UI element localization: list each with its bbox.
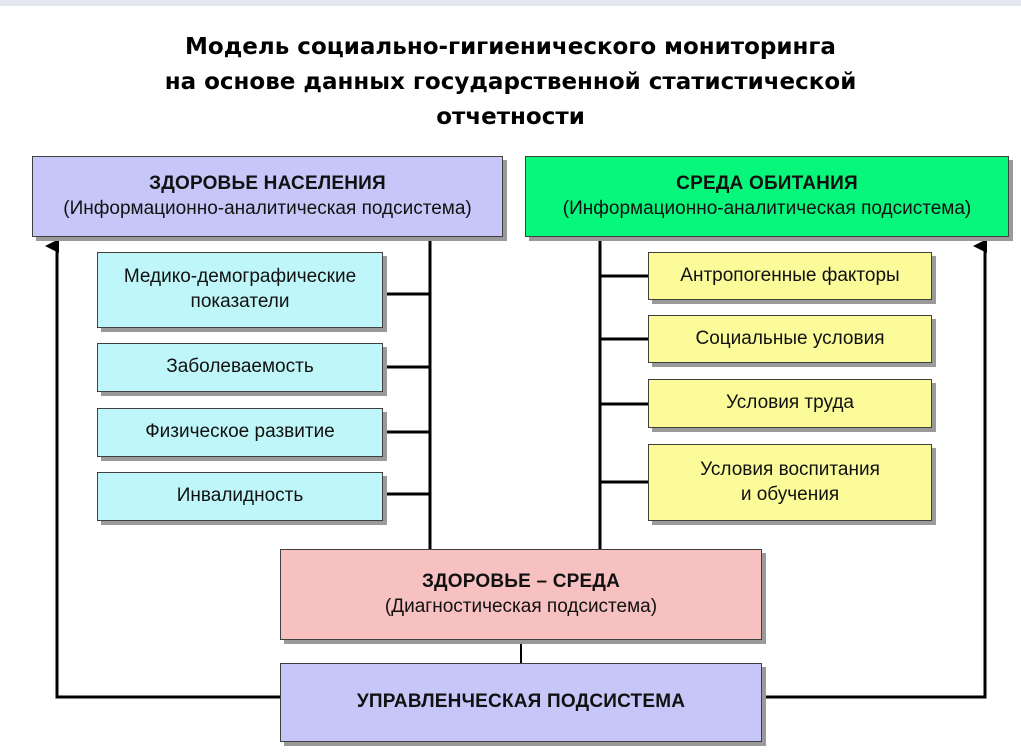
management-subsystem-box: УПРАВЛЕНЧЕСКАЯ ПОДСИСТЕМА [280, 663, 762, 742]
health-item-3-label: Физическое развитие [145, 421, 335, 443]
health-heading: ЗДОРОВЬЕ НАСЕЛЕНИЯ [149, 172, 386, 194]
environment-item-1-label: Антропогенные факторы [680, 264, 900, 286]
diagram-title: Модель социально-гигиенического монитори… [0, 30, 1021, 135]
health-subtitle: (Информационно-аналитическая подсистема) [63, 197, 472, 219]
health-item-morbidity: Заболеваемость [97, 343, 383, 392]
health-item-1-line-1: Медико-демографические [123, 266, 357, 288]
health-item-disability: Инвалидность [97, 472, 383, 521]
health-item-1-line-2: показатели [190, 291, 290, 312]
health-item-2-label: Заболеваемость [166, 356, 314, 378]
health-subsystem-box: ЗДОРОВЬЕ НАСЕЛЕНИЯ (Информационно-аналит… [32, 156, 503, 237]
health-item-physical-development: Физическое развитие [97, 408, 383, 457]
right-feedback-arrow [762, 239, 987, 699]
diagnostic-subtitle: (Диагностическая подсистема) [384, 595, 658, 617]
health-item-demographic: Медико-демографические показатели [97, 252, 383, 328]
environment-subtitle: (Информационно-аналитическая подсистема) [562, 197, 972, 219]
health-item-4-label: Инвалидность [176, 485, 304, 507]
diagnostic-subsystem-box: ЗДОРОВЬЕ – СРЕДА (Диагностическая подсис… [280, 549, 762, 640]
management-heading: УПРАВЛЕНЧЕСКАЯ ПОДСИСТЕМА [356, 691, 686, 713]
title-line-1: Модель социально-гигиенического монитори… [185, 34, 836, 60]
environment-item-education: Условия воспитания и обучения [648, 444, 932, 521]
environment-item-anthropogenic: Антропогенные факторы [648, 252, 932, 300]
top-strip [0, 0, 1021, 6]
title-line-2: на основе данных государственной статист… [164, 68, 857, 95]
environment-item-social: Социальные условия [648, 315, 932, 363]
environment-item-2-label: Социальные условия [695, 327, 885, 349]
environment-item-4-line-1: Условия воспитания [700, 458, 880, 480]
environment-item-labor: Условия труда [648, 379, 932, 428]
environment-item-4-line-2: и обучения [740, 483, 840, 505]
diagnostic-heading: ЗДОРОВЬЕ – СРЕДА [421, 570, 621, 592]
environment-item-3-label: Условия труда [725, 392, 855, 414]
title-line-3: отчетности [436, 103, 585, 130]
environment-heading: СРЕДА ОБИТАНИЯ [676, 172, 858, 194]
environment-subsystem-box: СРЕДА ОБИТАНИЯ (Информационно-аналитичес… [525, 156, 1009, 237]
left-feedback-arrow [45, 239, 280, 699]
